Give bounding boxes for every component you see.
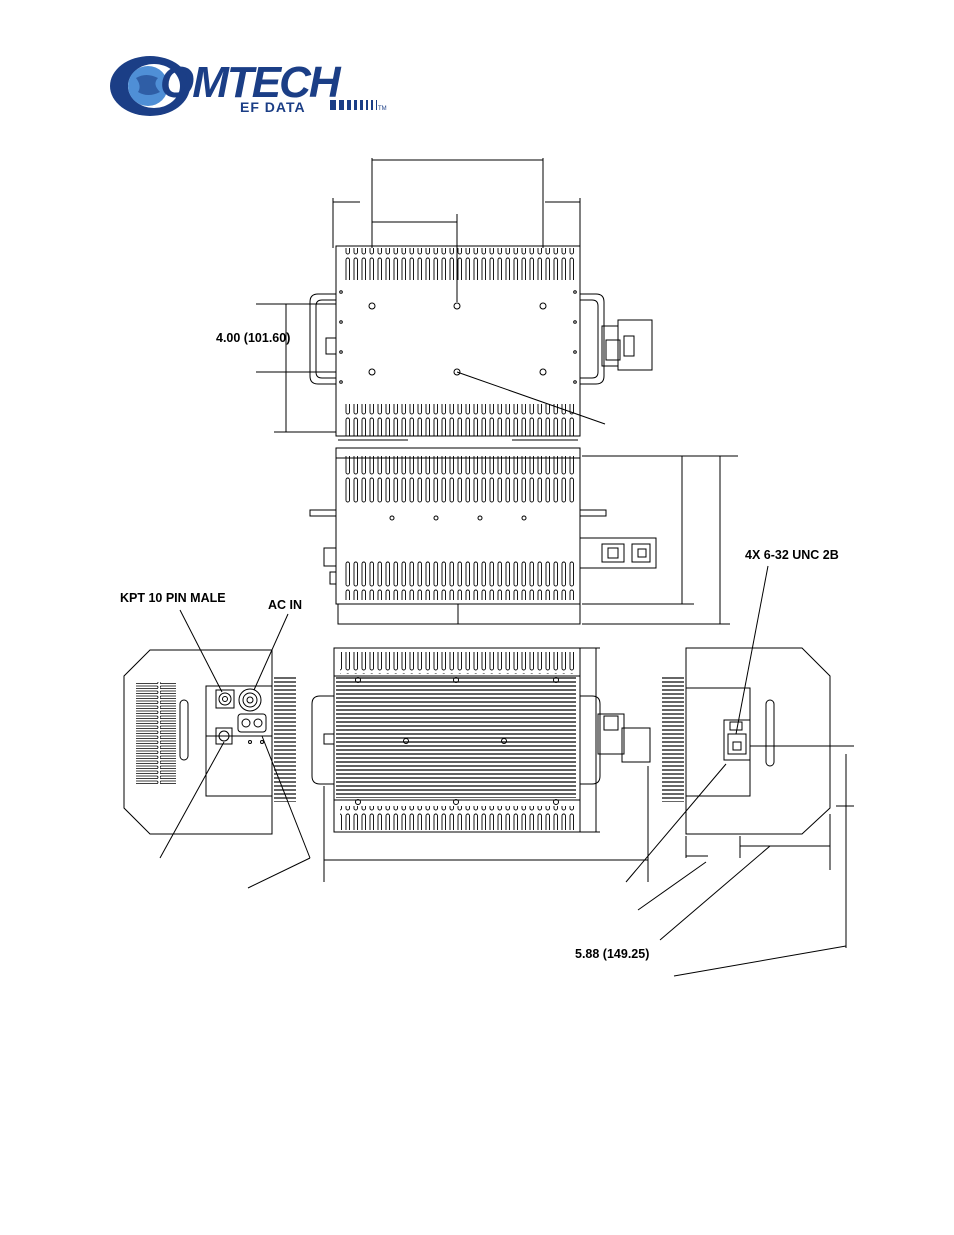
logo-sub-text: EF DATA xyxy=(240,99,306,115)
logo-brand-text: OMTECH xyxy=(160,58,341,107)
height-dimension-label: 4.00 (101.60) xyxy=(216,331,291,345)
kpt-connector-label: KPT 10 PIN MALE xyxy=(120,591,226,605)
bottom-view xyxy=(311,647,651,882)
left-end-view xyxy=(123,609,311,889)
ac-in-label: AC IN xyxy=(268,598,303,612)
depth-dimension-label: 5.88 (149.25) xyxy=(575,947,650,961)
comtech-logo xyxy=(110,56,377,116)
top-view xyxy=(256,158,653,441)
screw-thread-label: 4X 6-32 UNC 2B xyxy=(745,548,839,562)
front-view xyxy=(309,447,738,625)
right-end-view xyxy=(625,565,854,977)
logo-trademark: TM xyxy=(378,106,387,112)
